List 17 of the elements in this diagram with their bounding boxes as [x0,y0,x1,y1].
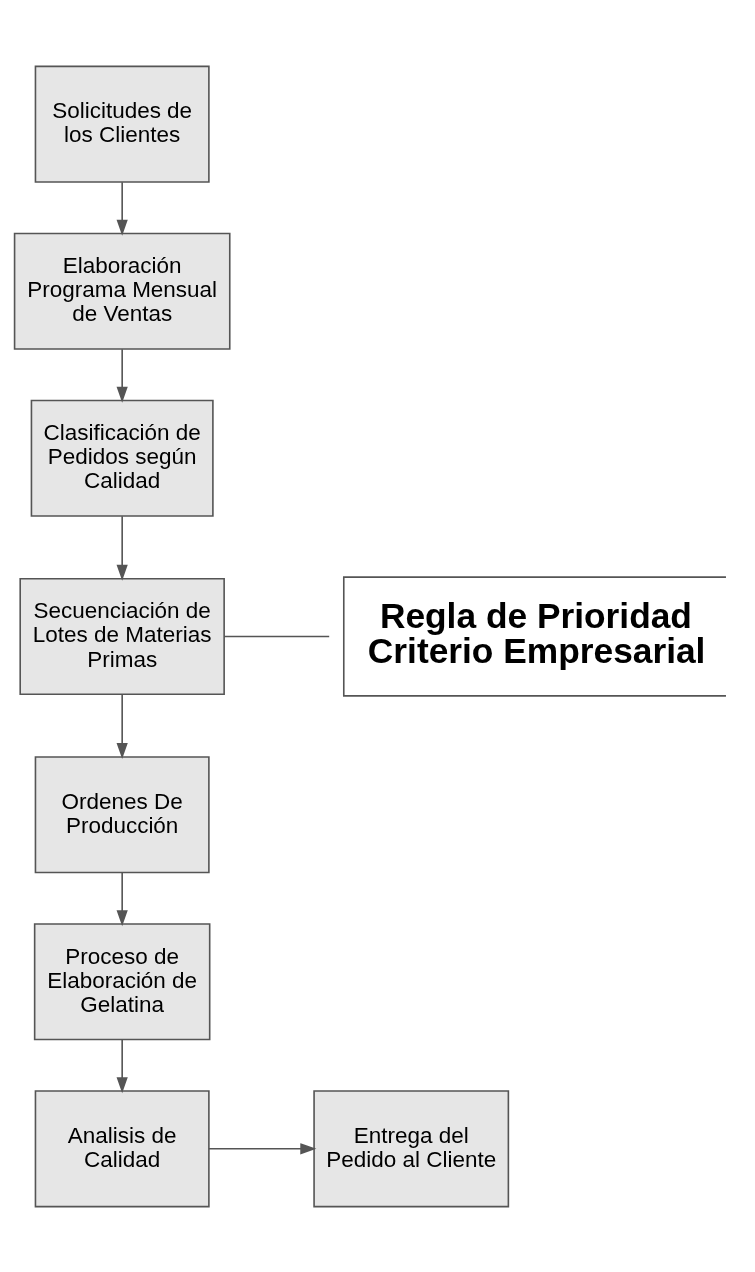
node-box: Secuenciación de Lotes de Materias Primas [19,577,225,695]
arrow [116,1038,128,1093]
arrow [116,347,128,403]
node-box: Ordenes De Producción [34,755,210,873]
connector [223,635,330,637]
arrow [208,1142,317,1154]
arrow [116,871,128,926]
node-box: Entrega del Pedido al Cliente [313,1089,510,1207]
node-box: Elaboración Programa Mensual de Ventas [13,232,231,350]
node-box: Solicitudes de los Clientes [34,65,210,183]
arrow [116,693,128,759]
node-box: Analisis de Calidad [34,1089,210,1207]
node-box: Clasificación de Pedidos según Calidad [30,399,214,517]
node-text: Regla de Prioridad Criterio Empresarial [367,595,706,670]
arrow [116,180,128,236]
node-box: Proceso de Elaboración de Gelatina [33,922,211,1040]
arrow [116,514,128,581]
